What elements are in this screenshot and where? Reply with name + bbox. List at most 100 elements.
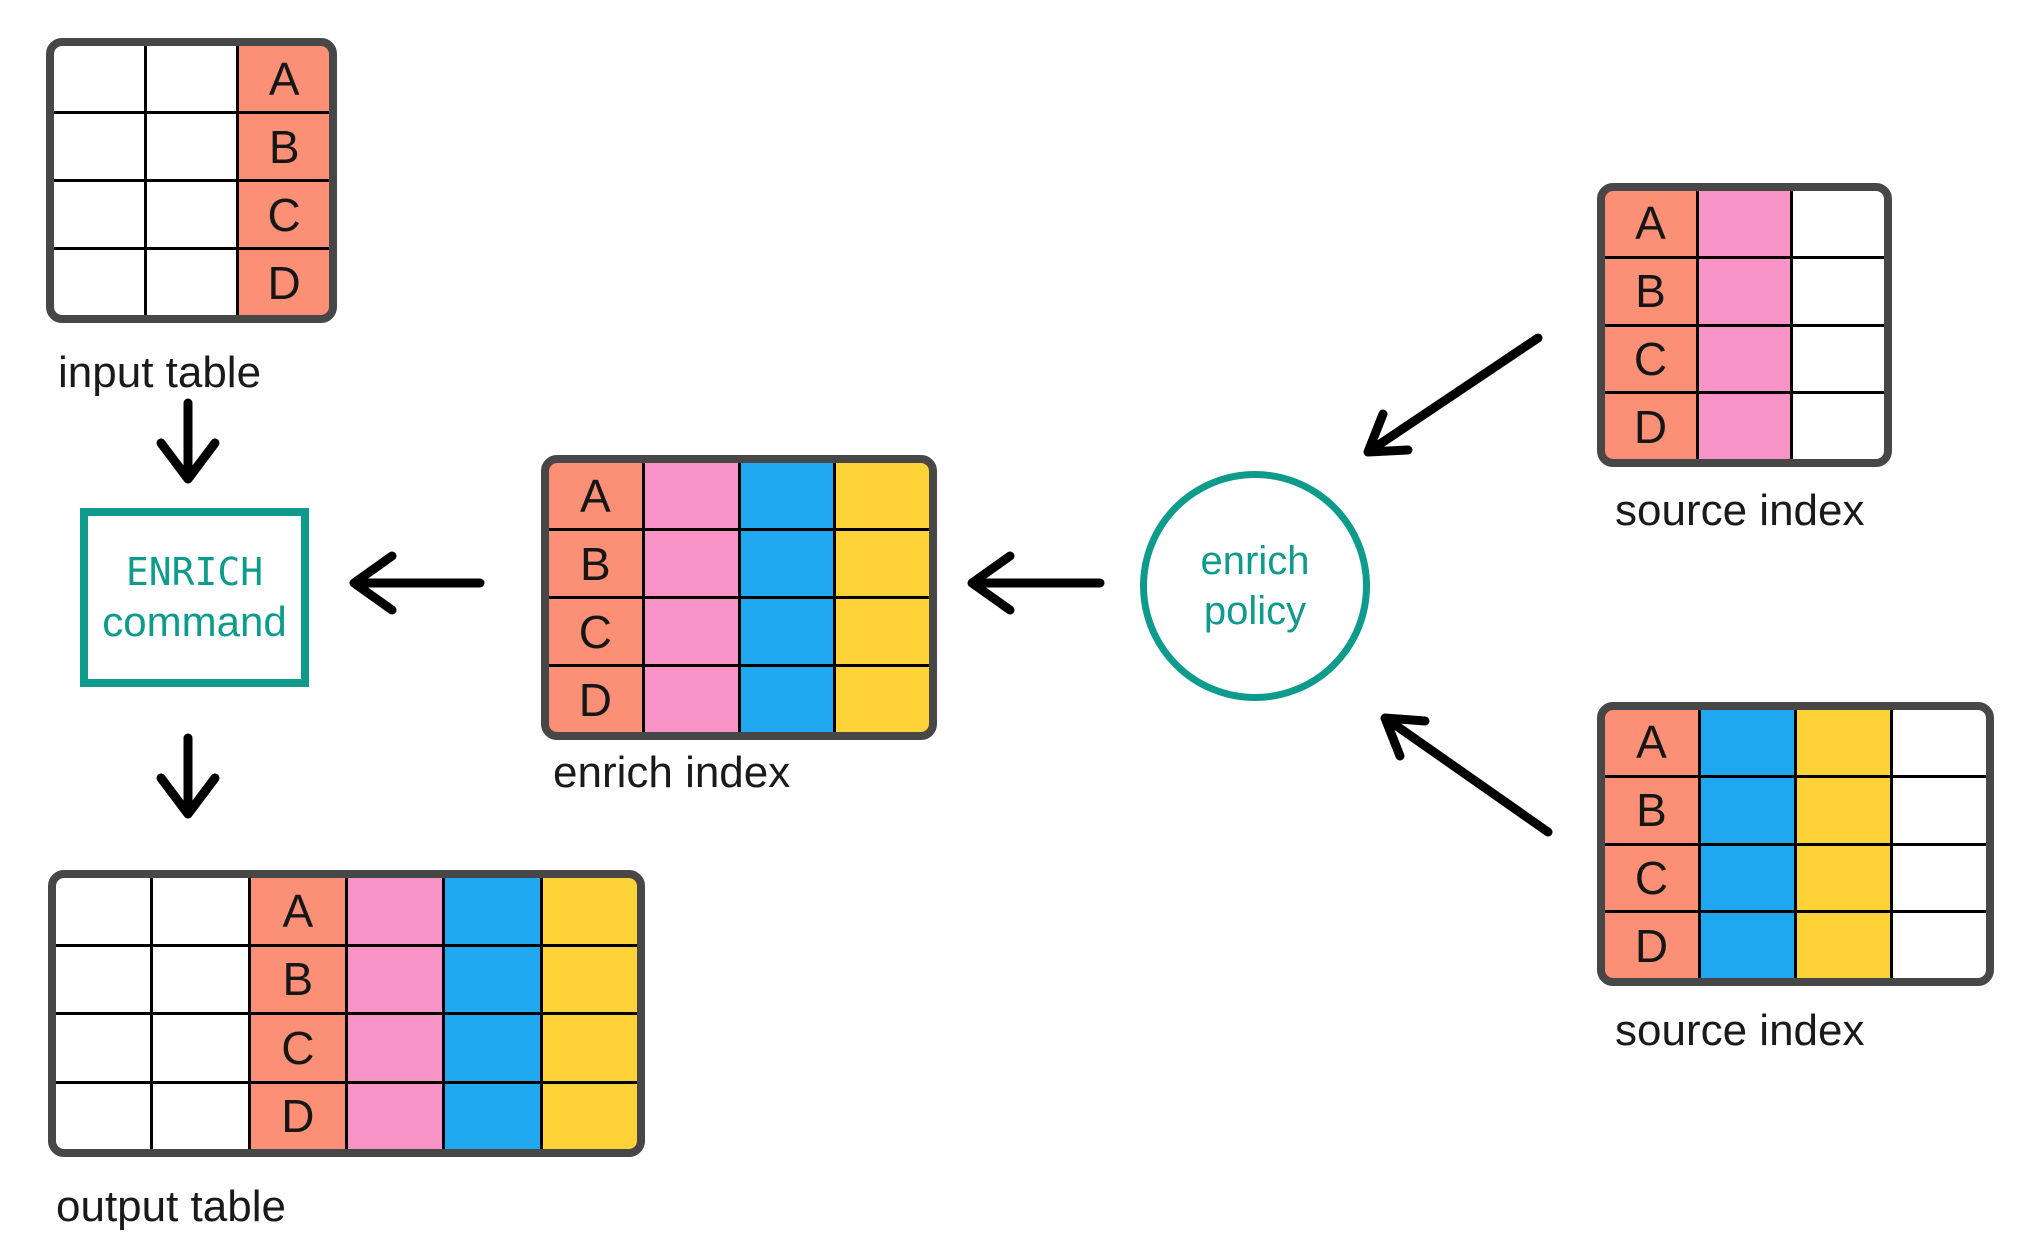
table-cell xyxy=(1793,326,1884,392)
arrow-command-to-output xyxy=(156,733,220,819)
table-cell xyxy=(542,946,637,1012)
table-cell xyxy=(146,46,237,111)
table-cell xyxy=(1701,710,1794,775)
table-cell-letter: B xyxy=(549,531,642,596)
table-cell-letter: D xyxy=(1605,913,1698,978)
table-cell xyxy=(1893,777,1986,843)
enrich-command-box: ENRICH command xyxy=(80,508,309,687)
table-cell-letter: D xyxy=(250,1083,345,1149)
table-cell xyxy=(1797,710,1890,775)
table-cell-letter: A xyxy=(549,463,642,528)
table-cell xyxy=(1701,777,1794,843)
table-cell xyxy=(146,114,237,179)
table-cell xyxy=(54,46,144,111)
table-cell xyxy=(445,946,540,1012)
table-cell xyxy=(1793,258,1884,324)
table-cell xyxy=(54,114,144,179)
table-cell xyxy=(1699,326,1790,392)
table-cell xyxy=(1797,845,1890,911)
table-cell xyxy=(56,878,151,944)
enrich-policy-word2: policy xyxy=(1203,589,1307,633)
enrich-command-word: command xyxy=(102,597,287,645)
arrow-source-bottom-to-policy xyxy=(1380,713,1553,837)
table-cell-letter: C xyxy=(239,182,329,247)
table-cell xyxy=(1793,394,1884,459)
table-cell xyxy=(1699,258,1790,324)
table-cell xyxy=(1793,191,1884,256)
enrich-command-keyword: ENRICH xyxy=(125,549,264,594)
table-cell xyxy=(56,946,151,1012)
table-cell-letter: D xyxy=(239,250,329,315)
table-cell xyxy=(1893,913,1986,978)
table-cell xyxy=(1699,394,1790,459)
enrich-policy-circle: enrich policy xyxy=(1140,471,1370,701)
table-cell xyxy=(542,878,637,944)
enrich-policy-word1: enrich xyxy=(1200,539,1310,583)
table-cell xyxy=(348,1083,443,1149)
output-table-label: output table xyxy=(56,1182,286,1231)
input-table-label: input table xyxy=(58,348,262,397)
table-cell xyxy=(836,531,929,596)
table-cell xyxy=(1701,913,1794,978)
table-cell xyxy=(56,1083,151,1149)
table-cell xyxy=(146,182,237,247)
table-cell xyxy=(542,1083,637,1149)
arrow-source-top-to-policy xyxy=(1363,333,1543,457)
table-cell-letter: B xyxy=(1605,777,1698,843)
table-cell xyxy=(348,946,443,1012)
table-cell xyxy=(836,667,929,732)
table-cell-letter: C xyxy=(549,599,642,664)
table-cell xyxy=(644,599,738,664)
table-cell xyxy=(146,250,237,315)
table-cell-letter: D xyxy=(1605,394,1696,459)
table-cell xyxy=(542,1015,637,1081)
table-cell xyxy=(1701,845,1794,911)
table-cell xyxy=(644,667,738,732)
table-cell xyxy=(1797,913,1890,978)
table-cell-letter: B xyxy=(1605,258,1696,324)
table-cell xyxy=(56,1015,151,1081)
source-index-top-label: source index xyxy=(1615,486,1865,535)
table-cell xyxy=(153,1015,248,1081)
table-cell xyxy=(348,1015,443,1081)
table-cell xyxy=(1699,191,1790,256)
table-cell xyxy=(54,182,144,247)
table-cell xyxy=(740,463,834,528)
table-cell-letter: C xyxy=(1605,845,1698,911)
arrow-index-to-command xyxy=(349,551,485,615)
table-cell xyxy=(1893,845,1986,911)
table-cell-letter: A xyxy=(1605,191,1696,256)
table-cell xyxy=(445,1015,540,1081)
table-cell-letter: C xyxy=(250,1015,345,1081)
table-cell-letter: C xyxy=(1605,326,1696,392)
table-cell-letter: A xyxy=(250,878,345,944)
table-cell xyxy=(740,599,834,664)
table-cell xyxy=(836,463,929,528)
table-cell-letter: B xyxy=(239,114,329,179)
table-cell-letter: A xyxy=(1605,710,1698,775)
table-cell xyxy=(836,599,929,664)
table-cell xyxy=(644,531,738,596)
table-cell xyxy=(348,878,443,944)
table-cell xyxy=(740,667,834,732)
table-cell-letter: B xyxy=(250,946,345,1012)
table-cell xyxy=(740,531,834,596)
table-cell xyxy=(1893,710,1986,775)
table-cell-letter: D xyxy=(549,667,642,732)
table-cell xyxy=(445,878,540,944)
table-cell xyxy=(153,946,248,1012)
table-cell xyxy=(644,463,738,528)
table-cell xyxy=(445,1083,540,1149)
source-index-bottom-label: source index xyxy=(1615,1006,1865,1055)
table-cell xyxy=(153,878,248,944)
arrow-input-to-command xyxy=(156,398,220,484)
table-cell xyxy=(153,1083,248,1149)
table-cell xyxy=(1797,777,1890,843)
arrow-policy-to-index xyxy=(967,551,1105,615)
